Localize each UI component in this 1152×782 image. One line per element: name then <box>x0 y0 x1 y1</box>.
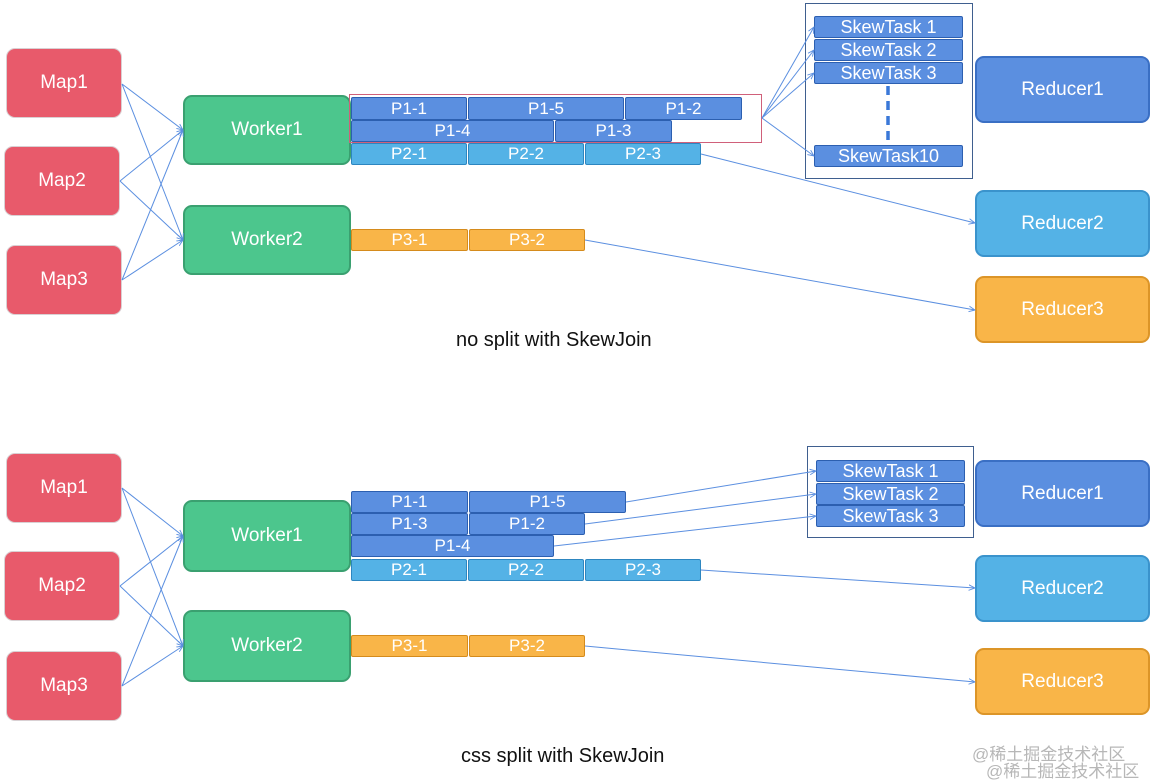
top-map1: Map1 <box>6 48 122 118</box>
top-arrow-map1-worker1 <box>121 83 183 130</box>
top-skewtask-3: SkewTask 3 <box>814 62 963 84</box>
top-partition-p3-1: P3-1 <box>351 229 468 251</box>
bottom-caption: css split with SkewJoin <box>461 745 665 767</box>
watermark-text-shadow: @稀土掘金技术社区 <box>986 762 1140 781</box>
watermark-text: @稀土掘金技术社区 <box>972 745 1126 764</box>
top-caption: no split with SkewJoin <box>456 329 652 351</box>
bottom-arrow-p1-4-skewtask3 <box>553 516 816 547</box>
bottom-arrow-p3-reducer3 <box>584 645 975 682</box>
top-partition-p1-4: P1-4 <box>351 120 554 142</box>
top-map2: Map2 <box>4 146 120 216</box>
top-skewtask-1: SkewTask 1 <box>814 16 963 38</box>
bottom-partition-p3-1: P3-1 <box>351 635 468 657</box>
bottom-map3: Map3 <box>6 651 122 721</box>
top-map3: Map3 <box>6 245 122 315</box>
top-arrow-map2-worker1 <box>119 130 183 182</box>
top-partition-p1-2: P1-2 <box>625 97 742 120</box>
bottom-arrow-map2-worker1 <box>119 536 183 587</box>
bottom-partition-p1-2: P1-2 <box>469 513 585 535</box>
bottom-partition-p1-4: P1-4 <box>351 535 554 557</box>
top-arrow-map2-worker2 <box>119 180 183 240</box>
bottom-partition-p1-1: P1-1 <box>351 491 468 513</box>
bottom-partition-p1-5: P1-5 <box>469 491 626 513</box>
top-skewtask-group <box>805 3 973 179</box>
bottom-arrow-map2-worker2 <box>119 585 183 646</box>
top-worker1: Worker1 <box>183 95 351 165</box>
bottom-map2: Map2 <box>4 551 120 621</box>
bottom-arrow-p1-2-skewtask2 <box>584 494 816 525</box>
bottom-partition-p3-2: P3-2 <box>469 635 585 657</box>
top-arrow-p3-reducer3 <box>584 239 975 310</box>
bottom-worker1: Worker1 <box>183 500 351 572</box>
bottom-skewtask-group <box>807 446 974 538</box>
top-reducer3: Reducer3 <box>975 276 1150 343</box>
bottom-map1: Map1 <box>6 453 122 523</box>
top-partition-p2-1: P2-1 <box>351 143 467 165</box>
top-arrow-map3-worker2 <box>121 240 183 281</box>
bottom-partition-p2-1: P2-1 <box>351 559 467 581</box>
bottom-worker2: Worker2 <box>183 610 351 682</box>
bottom-arrow-map1-worker2 <box>121 487 183 646</box>
bottom-skewtask-1: SkewTask 1 <box>816 460 965 482</box>
top-partition-p2-2: P2-2 <box>468 143 584 165</box>
top-arrow-skewtask10 <box>761 117 814 156</box>
bottom-arrow-map1-worker1 <box>121 487 183 536</box>
top-partition-p1-5: P1-5 <box>468 97 624 120</box>
top-skew-highlight-box <box>349 94 762 143</box>
top-skewtask-10: SkewTask10 <box>814 145 963 167</box>
bottom-partition-p1-3: P1-3 <box>351 513 468 535</box>
bottom-skewtask-3: SkewTask 3 <box>816 505 965 527</box>
top-arrow-skewtask3 <box>761 73 814 119</box>
bottom-arrow-map3-worker2 <box>121 646 183 687</box>
top-partition-p3-2: P3-2 <box>469 229 585 251</box>
top-worker2: Worker2 <box>183 205 351 275</box>
top-partition-p1-1: P1-1 <box>351 97 467 120</box>
bottom-arrow-map3-worker1 <box>121 536 183 687</box>
top-arrow-p2-reducer2 <box>700 153 975 223</box>
top-arrow-map1-worker2 <box>121 83 183 240</box>
bottom-skewtask-2: SkewTask 2 <box>816 483 965 505</box>
top-partition-p2-3: P2-3 <box>585 143 701 165</box>
bottom-partition-p2-2: P2-2 <box>468 559 584 581</box>
top-skewtask-2: SkewTask 2 <box>814 39 963 61</box>
bottom-reducer1: Reducer1 <box>975 460 1150 527</box>
top-arrow-map3-worker1 <box>121 130 183 281</box>
top-reducer2: Reducer2 <box>975 190 1150 257</box>
top-partition-p1-3: P1-3 <box>555 120 672 142</box>
bottom-reducer2: Reducer2 <box>975 555 1150 622</box>
bottom-arrow-p2-reducer2 <box>700 569 975 588</box>
top-reducer1: Reducer1 <box>975 56 1150 123</box>
top-arrow-skewtask2 <box>761 50 814 119</box>
top-arrow-skewtask1 <box>761 27 814 119</box>
bottom-arrow-p1-5-skewtask1 <box>625 471 816 503</box>
bottom-partition-p2-3: P2-3 <box>585 559 701 581</box>
